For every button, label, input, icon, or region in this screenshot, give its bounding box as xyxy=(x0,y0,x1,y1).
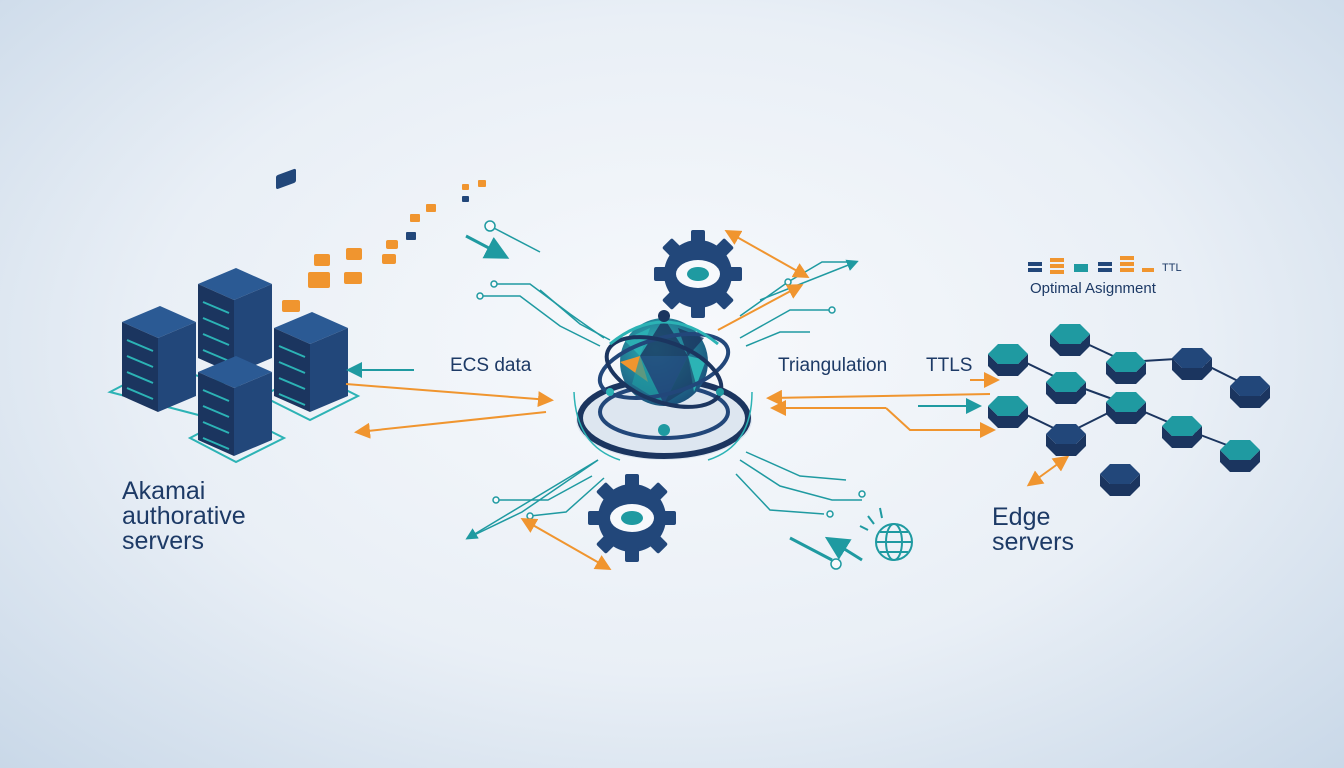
hexagon-icon xyxy=(1230,376,1270,408)
server-rack-icon xyxy=(122,306,196,412)
orange-exchange-arrows xyxy=(520,230,1070,570)
server-racks-group xyxy=(107,268,361,464)
right-group-title-line2: servers xyxy=(992,528,1074,556)
central-hub xyxy=(573,310,753,461)
left-flow-arrows xyxy=(345,362,554,439)
hexagon-icon xyxy=(1050,324,1090,356)
hexagon-icon xyxy=(1172,348,1212,380)
hexagon-icon xyxy=(1220,440,1260,472)
right-group-title-line1: Edge xyxy=(992,503,1051,531)
gear-icon xyxy=(588,474,676,562)
hexagon-icon xyxy=(988,396,1028,428)
hexagon-icon xyxy=(1046,424,1086,456)
left-group-title-line1: Akamai xyxy=(122,477,206,505)
ttls-label: TTLS xyxy=(926,355,973,376)
hexagon-icon xyxy=(1100,464,1140,496)
globe-icon xyxy=(859,507,913,561)
server-rack-icon xyxy=(198,268,272,374)
left-group-title-line2: authorative xyxy=(122,502,246,530)
ttl-legend-label: TTL xyxy=(1162,262,1182,274)
gear-icon xyxy=(654,230,742,318)
server-rack-icon xyxy=(198,356,272,456)
hexagon-icon xyxy=(1106,392,1146,424)
edge-network xyxy=(988,324,1270,496)
optimal-assignment-label: Optimal Asignment xyxy=(1030,280,1156,297)
hexagon-icon xyxy=(988,344,1028,376)
server-rack-icon xyxy=(274,312,348,412)
triangulation-label: Triangulation xyxy=(778,355,888,376)
data-packets xyxy=(276,168,486,312)
hexagon-icon xyxy=(1106,352,1146,384)
ecs-data-label: ECS data xyxy=(450,355,532,376)
left-group-title-line3: servers xyxy=(122,527,204,555)
hexagon-icon xyxy=(1162,416,1202,448)
ttl-legend-bars xyxy=(1028,256,1154,274)
hexagon-icon xyxy=(1046,372,1086,404)
